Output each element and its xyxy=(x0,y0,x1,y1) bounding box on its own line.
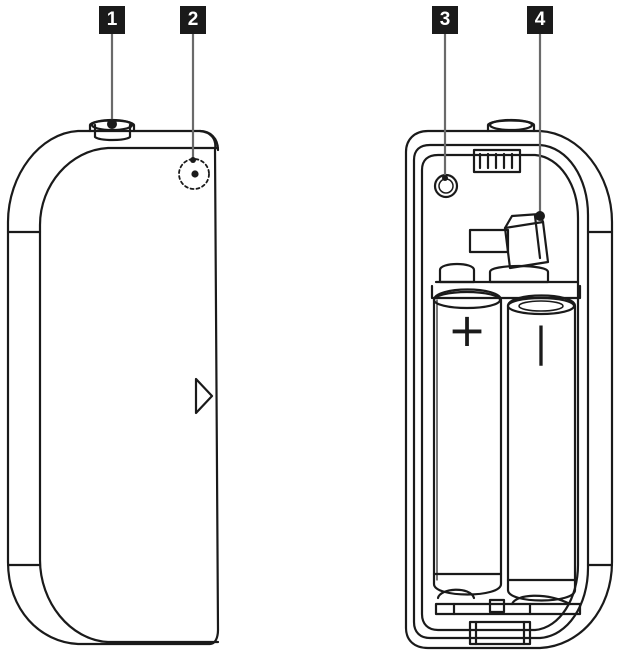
front-top-right-edge xyxy=(198,129,220,152)
indicator-led-dot xyxy=(191,170,199,178)
leader-4-dot xyxy=(535,211,545,221)
bottom-slot xyxy=(468,620,532,646)
callout-label-4: 4 xyxy=(527,6,553,34)
back-view-device xyxy=(404,118,614,650)
callout-leaders xyxy=(110,32,542,216)
back-housing-outline xyxy=(404,129,614,650)
battery-positive-mark: + xyxy=(448,303,487,357)
back-top-button xyxy=(486,118,536,133)
battery-compartment-rim xyxy=(412,143,590,640)
top-connector xyxy=(472,148,522,174)
alignment-arrow-icon xyxy=(194,377,214,415)
battery-switch xyxy=(468,212,550,270)
indicator-led-ring xyxy=(178,158,210,190)
leader-2-dot xyxy=(190,157,196,163)
front-view-device xyxy=(6,118,220,646)
front-face-edge xyxy=(38,146,220,644)
callout-label-2: 2 xyxy=(180,6,206,34)
leader-3-dot xyxy=(442,175,448,181)
battery-contacts-bottom xyxy=(434,588,582,616)
battery-compartment-wall xyxy=(420,153,580,632)
callout-label-1: 1 xyxy=(99,6,125,34)
leader-1-dot xyxy=(107,119,117,129)
callout-label-3: 3 xyxy=(432,6,458,34)
battery-right xyxy=(506,294,577,602)
battery-negative-mark: | xyxy=(534,320,547,366)
battery-contacts-top xyxy=(430,262,582,300)
